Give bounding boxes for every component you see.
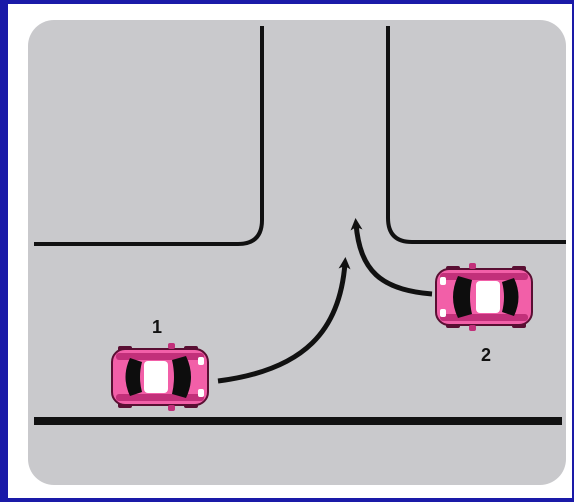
car-1-turn-path: [217, 257, 351, 384]
car-1: [111, 342, 209, 412]
car-2-icon: [435, 262, 533, 332]
car-2: [435, 262, 533, 332]
car-2-label: 2: [481, 345, 491, 365]
curb-top-left: [34, 26, 264, 246]
car-2-turn-path: [350, 218, 433, 297]
curb-top-right: [386, 26, 566, 244]
car-1-icon: [111, 342, 209, 412]
car-1-label: 1: [152, 317, 162, 337]
curb-bottom: [34, 417, 562, 425]
road-area: [28, 20, 566, 485]
